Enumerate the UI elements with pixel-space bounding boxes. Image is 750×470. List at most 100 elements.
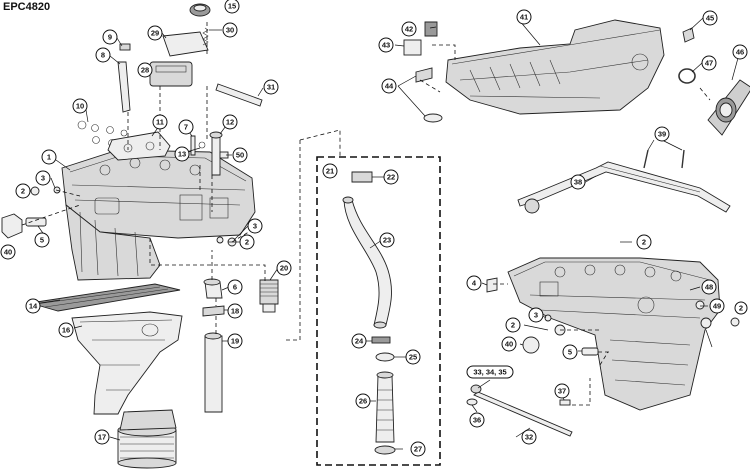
callout-2-d: 2 <box>505 317 521 333</box>
part-2-washer <box>30 186 40 196</box>
callout-7: 7 <box>178 119 194 135</box>
callout-1: 1 <box>41 149 57 165</box>
part-39-bolts <box>643 149 685 169</box>
callout-39: 39 <box>654 126 670 142</box>
part-26-strainer <box>375 371 395 443</box>
part-38-bracket <box>517 161 731 213</box>
part-10-hardware <box>77 120 128 147</box>
callout-number: 43 <box>382 41 390 50</box>
part-41-cover <box>445 19 665 115</box>
callout-number: 25 <box>409 353 417 362</box>
callout-number: 13 <box>178 150 186 159</box>
callout-8: 8 <box>95 47 111 63</box>
callout-3-a: 3 <box>35 170 51 186</box>
callout-2-b: 2 <box>239 234 255 250</box>
callout-number: 44 <box>385 82 394 91</box>
callout-37: 37 <box>554 383 570 399</box>
document-code: EPC4820 <box>3 1 51 13</box>
callout-38: 38 <box>570 174 586 190</box>
callout-20: 20 <box>276 260 292 276</box>
part-47-ring <box>678 68 696 84</box>
callout-46: 46 <box>732 44 748 60</box>
svg-text:33, 34, 35: 33, 34, 35 <box>473 368 506 377</box>
callout-number: 9 <box>108 33 112 42</box>
callout-number: 3 <box>41 174 45 183</box>
callout-11: 11 <box>152 114 168 130</box>
callout-47: 47 <box>701 55 717 71</box>
part-27-seal <box>374 445 396 455</box>
callout-3-b: 3 <box>247 218 263 234</box>
callout-number: 46 <box>736 48 744 57</box>
part-36-seal <box>466 398 478 406</box>
callout-number: 2 <box>739 304 743 313</box>
callout-number: 39 <box>658 130 666 139</box>
suction-tube-group <box>285 129 441 466</box>
part-7-pin <box>190 135 196 156</box>
lower-assembly-right <box>466 149 740 437</box>
callout-25: 25 <box>405 349 421 365</box>
callout-number: 2 <box>511 321 515 330</box>
connection-lines <box>21 17 739 450</box>
callout-5-a: 5 <box>34 232 50 248</box>
callout-2-a: 2 <box>15 183 31 199</box>
part-8-tube <box>117 61 131 113</box>
part-44-clip <box>415 67 433 83</box>
part-17-strainer <box>117 409 177 469</box>
part-4-fitting <box>486 277 498 293</box>
part-11-gasket <box>107 131 171 161</box>
part-42-plug <box>424 21 438 37</box>
callout-number: 1 <box>47 153 51 162</box>
callout-12: 12 <box>222 114 238 130</box>
callout-5-b: 5 <box>562 344 578 360</box>
part-45-clip <box>682 27 695 43</box>
callout-48: 48 <box>701 279 717 295</box>
callout-4: 4 <box>466 275 482 291</box>
part-5-fitting <box>25 217 47 227</box>
callout-44: 44 <box>381 78 397 94</box>
callout-number: 21 <box>326 167 334 176</box>
callout-number: 30 <box>226 26 234 35</box>
callout-40-b: 40 <box>501 336 517 352</box>
part-19-pipe <box>204 335 223 413</box>
callout-27: 27 <box>410 441 426 457</box>
callout-number: 14 <box>29 302 38 311</box>
part-22-clamp <box>351 171 373 183</box>
callout-number: 40 <box>4 248 12 257</box>
callout-21: 21 <box>322 163 338 179</box>
callout-number: 32 <box>525 433 533 442</box>
callout-number: 23 <box>383 236 391 245</box>
callout-45: 45 <box>702 10 718 26</box>
part-16-adapter <box>71 311 183 415</box>
callout-number: 24 <box>355 337 364 346</box>
cover-assembly-right <box>403 19 750 136</box>
callout-28: 28 <box>137 62 153 78</box>
callout-10: 10 <box>72 98 88 114</box>
callout-22: 22 <box>383 169 399 185</box>
callout-6: 6 <box>227 279 243 295</box>
callout-number: 2 <box>642 238 646 247</box>
callout-16: 16 <box>58 322 74 338</box>
callout-number: 22 <box>387 173 395 182</box>
callout-number: 47 <box>705 59 713 68</box>
callout-number: 3 <box>534 311 538 320</box>
part-1-sump <box>65 203 161 281</box>
callout-number: 50 <box>236 151 244 160</box>
callout-number: 6 <box>233 283 237 292</box>
callout-9: 9 <box>102 29 118 45</box>
callout-number: 3 <box>253 222 257 231</box>
callout-23: 23 <box>379 232 395 248</box>
callout-40-a: 40 <box>0 244 16 260</box>
callout-number: 36 <box>473 416 481 425</box>
callout-18: 18 <box>227 303 243 319</box>
callout-number: 10 <box>76 102 84 111</box>
callout-number: 31 <box>267 83 275 92</box>
part-14-gasket <box>29 283 181 312</box>
callout-3-c: 3 <box>528 307 544 323</box>
part-9-cap <box>119 43 131 51</box>
part-housing-right <box>507 257 721 411</box>
callout-32: 32 <box>521 429 537 445</box>
callout-number: 27 <box>414 445 422 454</box>
callout-number: 16 <box>62 326 70 335</box>
callout-number: 19 <box>231 337 239 346</box>
